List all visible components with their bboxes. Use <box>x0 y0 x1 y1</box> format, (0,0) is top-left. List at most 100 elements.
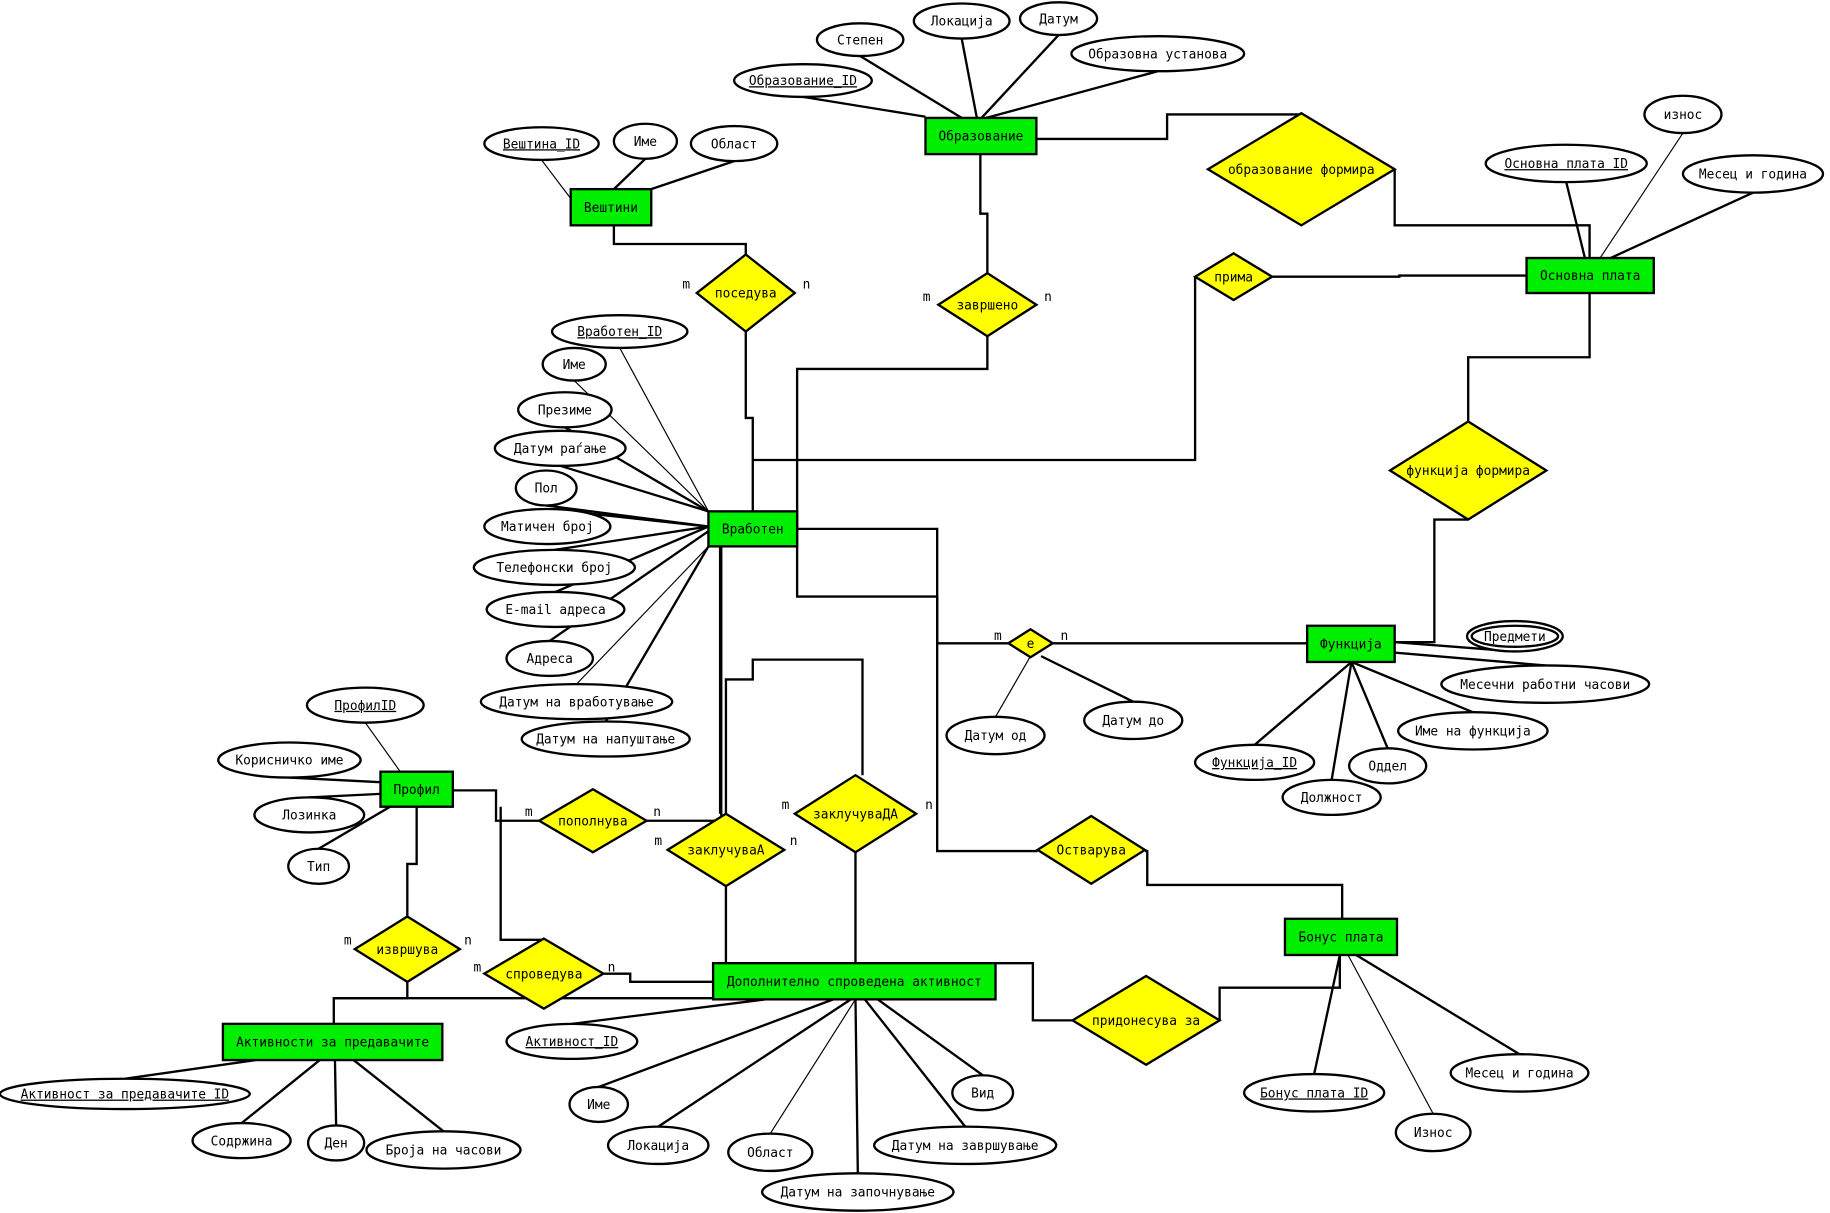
entity-label: Дополнително спроведена активност <box>727 975 982 990</box>
attribute-vraboten-1[interactable]: Име <box>541 346 607 382</box>
attribute-vraboten-8[interactable]: Адреса <box>505 639 595 678</box>
entity-label: Основна плата <box>1540 269 1640 284</box>
attribute-aktivnosti_predavachi-0[interactable]: Активност за предавачите ID <box>0 1077 251 1111</box>
entity-vraboten[interactable]: Вработен <box>707 510 799 548</box>
entity-dopolnitelna_aktivnost[interactable]: Дополнително спроведена активност <box>711 961 997 1001</box>
attribute-aktivnosti_predavachi-1[interactable]: Содржина <box>191 1121 292 1160</box>
relationship-prima[interactable]: прима <box>1192 251 1275 302</box>
attribute-connector <box>985 70 1159 120</box>
attribute-connector <box>541 159 572 199</box>
attribute-label: Образование_ID <box>749 74 857 89</box>
relationship-label: функција формира <box>1406 464 1530 479</box>
attribute-label: Телефонски број <box>496 561 612 576</box>
attribute-connector <box>1355 953 1521 1056</box>
attribute-vraboten-7[interactable]: E-mail адреса <box>485 590 626 629</box>
attribute-ellipse <box>472 548 637 587</box>
attribute-vraboten-2[interactable]: Презиме <box>517 391 613 429</box>
entity-aktivnosti_predavachi[interactable]: Активности за предавачите <box>221 1022 444 1062</box>
attribute-label: Локација <box>627 1139 689 1154</box>
entity-label: Профил <box>393 783 439 798</box>
attribute-e-1[interactable]: Датум до <box>1083 700 1184 741</box>
attribute-vraboten-3[interactable]: Датум раѓање <box>493 429 627 467</box>
attribute-obrazovanie-2[interactable]: Локација <box>912 2 1011 40</box>
attribute-dopolnitelna_aktivnost-5[interactable]: Датум на завршување <box>872 1125 1058 1166</box>
attribute-vraboten-0[interactable]: Вработен_ID <box>550 314 689 350</box>
attribute-funkcija-3[interactable]: Функција_ID <box>1193 743 1316 782</box>
attribute-label: Активност_ID <box>526 1035 619 1050</box>
relationship-diamond <box>536 787 649 854</box>
entity-profil[interactable]: Профил <box>379 770 454 808</box>
attribute-vraboten-4[interactable]: Пол <box>514 469 578 507</box>
entity-bonus_plata[interactable]: Бонус плата <box>1283 917 1399 957</box>
attribute-dopolnitelna_aktivnost-4[interactable]: Датум на започнување <box>760 1172 955 1212</box>
attribute-funkcija-2[interactable]: Име на функција <box>1397 710 1549 751</box>
attribute-dopolnitelna_aktivnost-2[interactable]: Локација <box>606 1125 710 1166</box>
attribute-osnovna_plata-1[interactable]: износ <box>1643 94 1723 135</box>
entity-osnovna_plata[interactable]: Основна плата <box>1525 256 1655 295</box>
relationship-pridonesuva[interactable]: придонесува за <box>1070 974 1222 1067</box>
relationship-funkcija_formira[interactable]: функција формира <box>1387 420 1549 521</box>
attribute-connector <box>854 999 859 1174</box>
attribute-funkcija-5[interactable]: Должност <box>1281 778 1382 817</box>
attribute-e-0[interactable]: Датум од <box>945 715 1046 756</box>
attribute-ellipse <box>0 1077 251 1111</box>
attribute-funkcija-0[interactable]: Предмети <box>1465 619 1564 653</box>
attribute-ellipse <box>505 1022 639 1061</box>
attribute-ellipse <box>1681 154 1825 194</box>
attribute-bonus_plata-0[interactable]: Бонус плата ID <box>1242 1072 1386 1113</box>
attribute-vestini-0[interactable]: Вештина_ID <box>483 126 600 162</box>
attribute-bonus_plata-2[interactable]: Месец и година <box>1449 1053 1590 1093</box>
attribute-ellipse <box>872 1125 1058 1166</box>
attribute-profil-0[interactable]: ПрофилID <box>305 686 425 724</box>
attribute-funkcija-1[interactable]: Месечни работни часови <box>1440 664 1651 704</box>
attribute-aktivnosti_predavachi-2[interactable]: Ден <box>306 1124 366 1162</box>
relationship-obrazovanie_formira[interactable]: образование формира <box>1205 111 1397 227</box>
connector-line <box>1467 293 1591 422</box>
attribute-profil-3[interactable]: Тип <box>287 847 351 885</box>
attribute-profil-1[interactable]: Корисничко име <box>217 741 362 779</box>
attribute-osnovna_plata-2[interactable]: Месец и година <box>1681 154 1825 194</box>
attribute-vraboten-9[interactable]: Датум на вработување <box>479 682 674 721</box>
attribute-label: Датум на вработување <box>499 695 653 710</box>
attribute-ellipse <box>287 847 351 885</box>
entity-funkcija[interactable]: Функција <box>1305 624 1396 664</box>
attribute-obrazovanie-0[interactable]: Образование_ID <box>732 63 873 99</box>
attribute-connector <box>863 998 967 1128</box>
attribute-ellipse <box>505 639 595 678</box>
relationship-ostvaruva[interactable]: Остварува <box>1035 814 1148 886</box>
attribute-vestini-2[interactable]: Област <box>689 124 779 163</box>
cardinality-left: m <box>654 834 662 849</box>
entity-obrazovanie[interactable]: Образование <box>924 116 1038 156</box>
attribute-bonus_plata-1[interactable]: Износ <box>1394 1112 1472 1153</box>
attribute-obrazovanie-1[interactable]: Степен <box>815 22 905 58</box>
entity-vestini[interactable]: Вештини <box>569 187 653 227</box>
attribute-vraboten-6[interactable]: Телефонски број <box>472 548 637 587</box>
multivalued-inner-ellipse <box>1470 624 1560 648</box>
attribute-funkcija-4[interactable]: Оддел <box>1347 747 1428 785</box>
attribute-dopolnitelna_aktivnost-6[interactable]: Вид <box>951 1074 1015 1112</box>
attribute-obrazovanie-3[interactable]: Датум <box>1018 1 1099 37</box>
attribute-obrazovanie-4[interactable]: Образовна установа <box>1070 35 1246 73</box>
attribute-dopolnitelna_aktivnost-1[interactable]: Име <box>568 1085 630 1124</box>
cardinality-right: n <box>464 933 472 948</box>
attribute-connector <box>1040 655 1134 703</box>
attribute-aktivnosti_predavachi-3[interactable]: Броја на часови <box>365 1130 522 1170</box>
attribute-vestini-1[interactable]: Име <box>612 122 679 160</box>
attribute-profil-2[interactable]: Лозинка <box>253 796 366 834</box>
relationship-label: заклучуваА <box>687 844 764 859</box>
attribute-vraboten-5[interactable]: Матичен број <box>483 507 612 546</box>
attribute-ellipse <box>1643 94 1723 135</box>
attribute-ellipse <box>517 391 613 429</box>
attribute-dopolnitelna_aktivnost-0[interactable]: Активност_ID <box>505 1022 639 1061</box>
attribute-dopolnitelna_aktivnost-3[interactable]: Област <box>727 1132 814 1173</box>
attribute-osnovna_plata-0[interactable]: Основна плата ID <box>1484 143 1648 184</box>
attribute-vraboten-10[interactable]: Датум на напуштање <box>520 720 691 758</box>
